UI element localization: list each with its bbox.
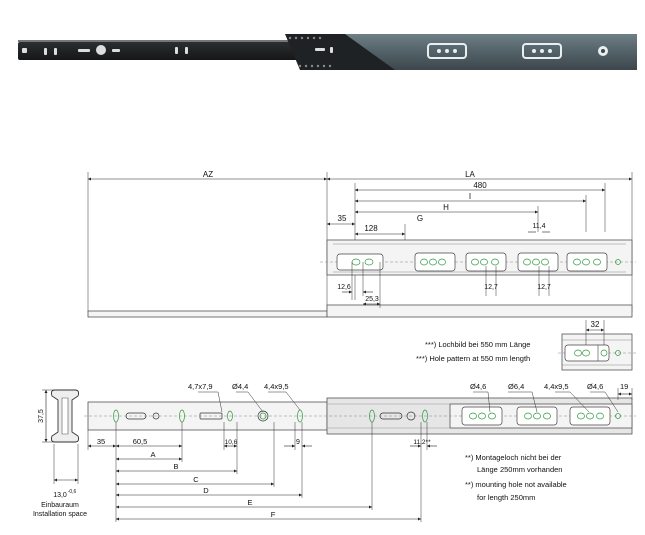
top-view: AZ LA 480 I H G 35 128 11,4 xyxy=(87,170,636,318)
dim-32: 32 xyxy=(591,320,600,329)
dim-12-7-a: 12,7 xyxy=(484,284,498,291)
label-d4-4: Ø4,4 xyxy=(232,382,248,391)
dim-B: B xyxy=(173,462,178,471)
label-d4-6-b: Ø4,6 xyxy=(587,382,603,391)
label-4-4x9-5-b: 4,4x9,5 xyxy=(544,382,569,391)
dim-D: D xyxy=(203,486,209,495)
side-view: 37,5 13,0 -0,6 Einbauraum Installation s… xyxy=(33,382,636,522)
dim-C: C xyxy=(193,475,199,484)
dim-G: G xyxy=(417,214,423,223)
dim-25-3: 25,3 xyxy=(365,296,379,303)
dim-35-bottom: 35 xyxy=(97,437,105,446)
product-photo xyxy=(18,34,637,70)
dim-AZ: AZ xyxy=(203,170,213,179)
dim-60-5: 60,5 xyxy=(133,437,148,446)
hole-pattern-detail: 32 ***) Lochbild bei 550 mm Länge ***) H… xyxy=(416,320,636,371)
note-hole-pattern-de: ***) Lochbild bei 550 mm Länge xyxy=(425,340,530,349)
dim-13-0: 13,0 xyxy=(53,492,67,499)
label-19: 19 xyxy=(620,382,628,391)
dim-H: H xyxy=(443,203,449,212)
dim-E: E xyxy=(247,498,252,507)
label-d4-6-a: Ø4,6 xyxy=(470,382,486,391)
dim-13-0-tol: -0,6 xyxy=(68,489,77,495)
dim-10-6: 10,6 xyxy=(225,439,238,446)
note-mounting-en-1: **) mounting hole not available xyxy=(465,480,567,489)
label-d6-4: Ø6,4 xyxy=(508,382,524,391)
dim-I: I xyxy=(469,192,471,201)
label-4-7x7-9: 4,7x7,9 xyxy=(188,382,213,391)
note-mounting-en-2: for length 250mm xyxy=(477,493,535,502)
dim-LA: LA xyxy=(465,170,475,179)
dim-9: 9 xyxy=(296,439,300,446)
note-hole-pattern-en: ***) Hole pattern at 550 mm length xyxy=(416,354,530,363)
dim-128: 128 xyxy=(364,224,378,233)
profile-section: 37,5 13,0 -0,6 Einbauraum Installation s… xyxy=(33,389,87,518)
dim-12-7-b: 12,7 xyxy=(537,284,551,291)
dim-11-2: 11,2** xyxy=(413,439,431,446)
dim-11-4: 11,4 xyxy=(532,223,545,230)
dim-37-5: 37,5 xyxy=(38,409,45,423)
dim-F: F xyxy=(271,510,276,519)
dim-35-top: 35 xyxy=(338,214,347,223)
dim-12-6: 12,6 xyxy=(337,284,351,291)
dim-480: 480 xyxy=(473,181,487,190)
dim-A: A xyxy=(150,450,155,459)
label-4-4x9-5-a: 4,4x9,5 xyxy=(264,382,289,391)
note-mounting-de-2: Länge 250mm vorhanden xyxy=(477,465,562,474)
note-mounting-de-1: **) Montageloch nicht bei der xyxy=(465,453,562,462)
label-einbauraum: Einbauraum xyxy=(41,502,79,509)
label-installation-space: Installation space xyxy=(33,511,87,518)
